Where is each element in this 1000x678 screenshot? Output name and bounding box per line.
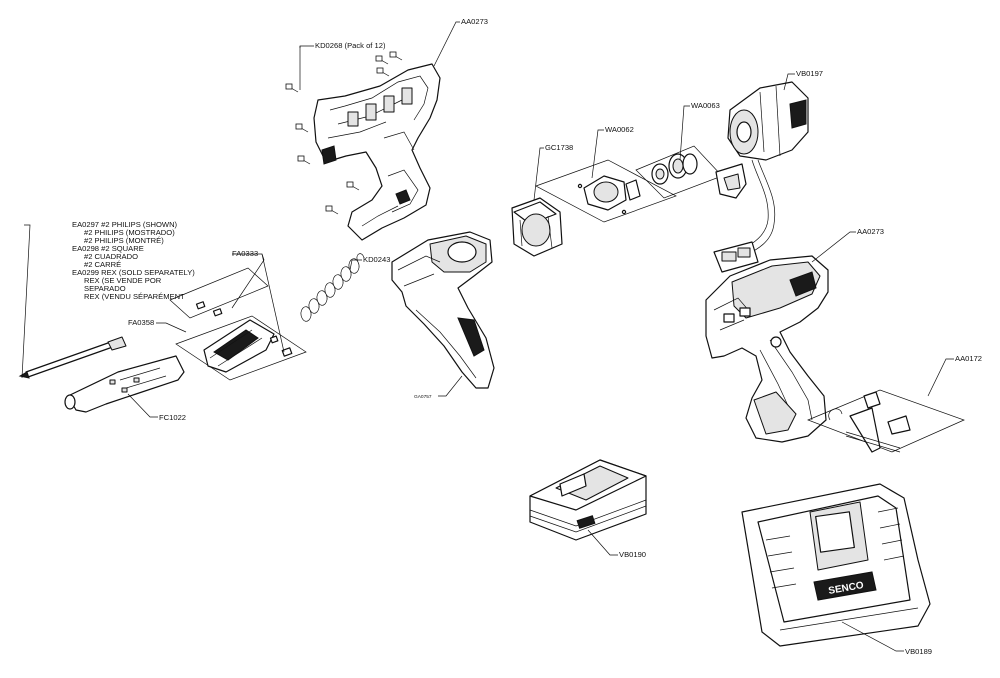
label-vb0190: VB0190 [619, 550, 646, 559]
label-wa0062: WA0062 [605, 125, 634, 134]
depth-collar [511, 197, 563, 257]
label-ea-line-7: EA0299 REX (SOLD SEPARATELY) [72, 268, 195, 277]
label-ea-line-10: REX (VENDU SÉPARÉMENT [84, 292, 185, 301]
label-ea-line-9: SEPARADO [84, 284, 126, 293]
label-wa0063: WA0063 [691, 101, 720, 110]
screw-set [285, 51, 403, 215]
gear-plane [635, 145, 723, 199]
belt-hook-plane [807, 389, 965, 453]
clutch-plane [535, 159, 677, 223]
battery-pack [529, 459, 647, 541]
label-ea-line-6: #2 CARRÉ [84, 260, 121, 269]
label-ea-line-5: #2 CUADRADO [84, 252, 138, 261]
battery-charger [741, 483, 931, 647]
label-aa0273-top: AA0273 [461, 17, 488, 26]
label-kd0268: KD0268 (Pack of 12) [315, 41, 386, 50]
label-ea-line-1: EA0297 #2 PHILIPS (SHOWN) [72, 220, 178, 229]
label-aa0172: AA0172 [955, 354, 982, 363]
label-ea-line-4: EA0298 #2 SQUARE [72, 244, 144, 253]
label-ga0757: GA0757 [414, 394, 432, 400]
label-vb0189: VB0189 [905, 647, 932, 656]
label-ea-line-8: REX (SE VENDE POR [84, 276, 162, 285]
label-gc1738: GC1738 [545, 143, 573, 152]
nose-guide [64, 355, 185, 413]
label-fc1022: FC1022 [159, 413, 186, 422]
label-vb0197: VB0197 [796, 69, 823, 78]
front-nose-assembly [391, 231, 495, 389]
left-housing-half [313, 63, 441, 241]
right-housing-half [705, 255, 829, 443]
label-ea-line-2: #2 PHILIPS (MOSTRADO) [84, 228, 175, 237]
part-labels: AA0273 KD0268 (Pack of 12) VB0197 WA0063… [72, 17, 982, 656]
label-aa0273-right: AA0273 [857, 227, 884, 236]
motor-gearbox [713, 81, 809, 273]
driver-bit [18, 336, 127, 379]
label-fa0358: FA0358 [128, 318, 154, 327]
depth-adjust-plane-2 [175, 315, 307, 381]
depth-adjust-plane [169, 267, 269, 319]
leader-lines [21, 21, 954, 652]
label-ea-line-3: #2 PHILIPS (MONTRÉ) [84, 236, 164, 245]
label-kd0243: KD0243 [363, 255, 390, 264]
spring [300, 253, 365, 322]
label-fa0333: FA0333 [232, 249, 258, 258]
